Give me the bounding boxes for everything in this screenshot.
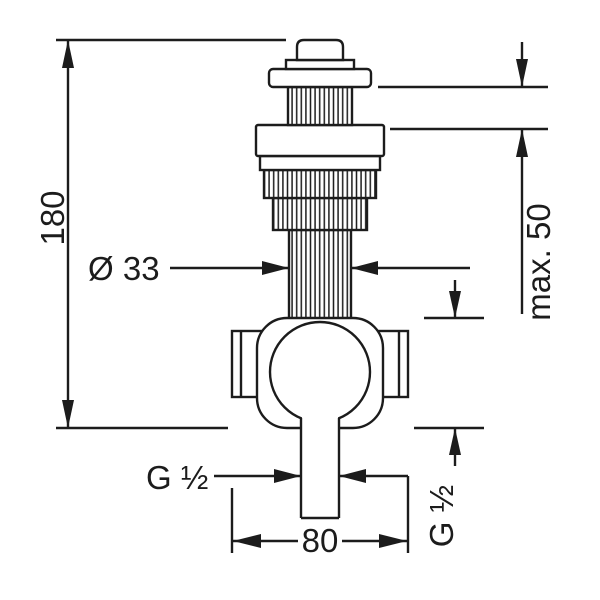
arrowhead-down [516,59,528,87]
arrowhead-left [233,534,261,548]
arrowhead-down [449,291,461,318]
dimension-overall-height: 180 [34,38,286,430]
escutcheon [254,123,386,158]
cap-flange [267,67,373,89]
upper-thread-neck [286,85,354,127]
threaded-shaft [287,228,353,327]
dimension-label-thread-left: G ½ [146,459,208,496]
locknut [262,168,378,200]
arrowhead-down [62,400,74,428]
dimension-thread-left: G ½ [146,459,408,496]
dimension-rod-diameter: Ø 33 [88,250,470,287]
valve-fixture [230,38,410,520]
dimension-body-width: 80 [230,476,410,559]
arrowhead-right [274,469,301,483]
dimension-label-height: 180 [34,190,71,245]
arrowhead-up [449,428,461,455]
cap-collar [284,58,356,71]
threaded-bushing [271,196,369,232]
dimension-body-height-pointers [414,280,484,466]
pipe-mask [302,414,338,520]
arrowhead-right [379,534,407,548]
valve-body-sphere [268,320,372,424]
dimension-label-diameter: Ø 33 [88,250,160,287]
dimension-label-thread-right: G ½ [423,485,460,547]
backing-plate [258,154,382,172]
dimension-label-max-depth: max. 50 [520,203,557,320]
arrowhead-up [62,40,74,68]
dimension-label-width: 80 [302,522,339,559]
dimension-max-depth: max. 50 [378,42,557,321]
arrowhead-right [262,261,289,275]
dimension-thread-right: G ½ [423,485,460,547]
push-button [295,38,345,62]
